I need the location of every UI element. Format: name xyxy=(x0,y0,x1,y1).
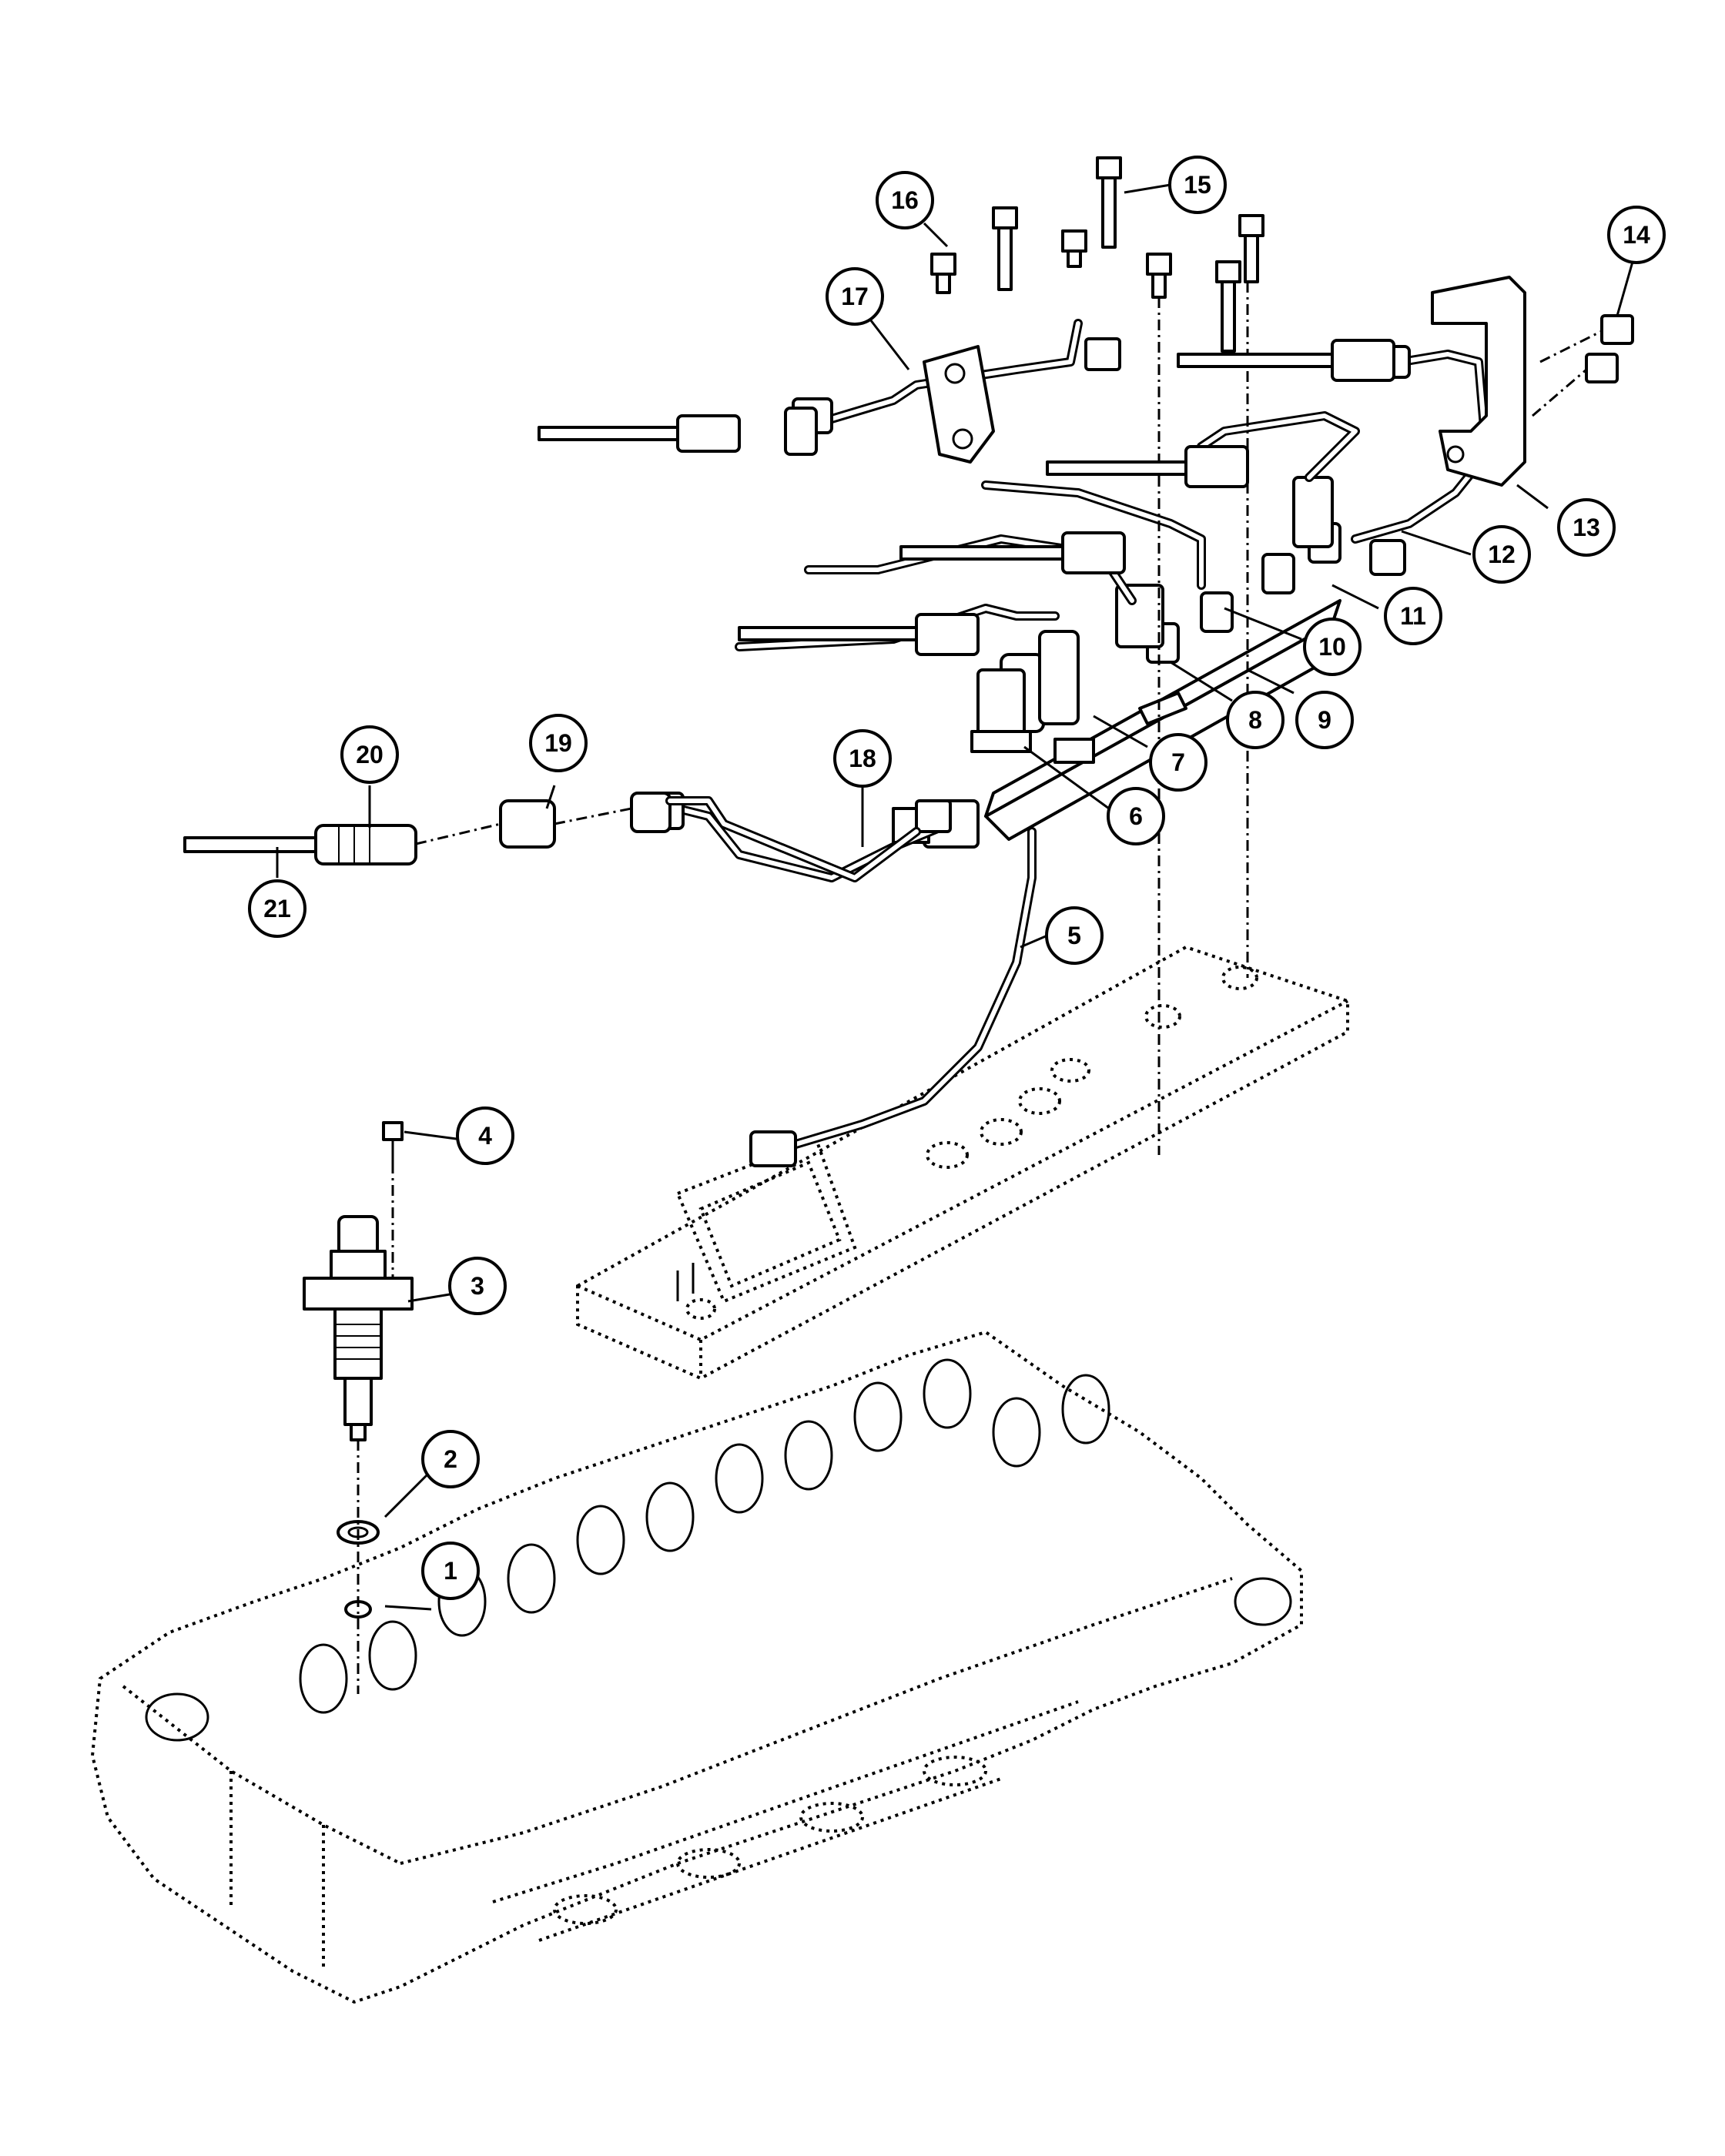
svg-text:15: 15 xyxy=(1184,171,1211,199)
svg-text:12: 12 xyxy=(1488,541,1516,568)
leader-lines xyxy=(276,183,1634,1611)
svg-text:1: 1 xyxy=(444,1557,457,1585)
injector-sleeve-probe xyxy=(183,824,417,865)
svg-text:19: 19 xyxy=(544,729,572,757)
svg-text:10: 10 xyxy=(1318,633,1346,661)
callout-10: 10 xyxy=(1303,618,1362,676)
svg-text:17: 17 xyxy=(841,283,869,310)
callout-7: 7 xyxy=(1149,733,1208,792)
callout-18: 18 xyxy=(833,729,892,788)
callout-11: 11 xyxy=(1384,587,1442,645)
svg-text:13: 13 xyxy=(1573,514,1600,541)
callout-20: 20 xyxy=(340,725,399,784)
support-bracket xyxy=(1431,276,1526,487)
svg-text:4: 4 xyxy=(478,1122,492,1150)
callout-17: 17 xyxy=(826,267,884,326)
fuel-injector xyxy=(303,1215,414,1441)
callout-8: 8 xyxy=(1226,691,1285,749)
svg-text:8: 8 xyxy=(1248,706,1262,734)
fuel-pressure-sensor xyxy=(970,668,1032,753)
svg-text:21: 21 xyxy=(263,895,291,922)
svg-text:9: 9 xyxy=(1318,706,1331,734)
svg-text:7: 7 xyxy=(1171,748,1185,776)
svg-text:2: 2 xyxy=(444,1445,457,1473)
callout-4: 4 xyxy=(456,1106,514,1165)
svg-text:6: 6 xyxy=(1129,802,1143,830)
callout-2: 2 xyxy=(421,1430,480,1488)
svg-text:20: 20 xyxy=(356,741,384,768)
callout-13: 13 xyxy=(1557,498,1616,557)
bracket-bolts xyxy=(1532,314,1634,417)
callout-3: 3 xyxy=(448,1257,507,1315)
glow-plug-probes xyxy=(538,339,1395,656)
callout-19: 19 xyxy=(529,714,588,772)
callout-5: 5 xyxy=(1045,906,1104,965)
callout-14: 14 xyxy=(1607,206,1666,264)
svg-text:18: 18 xyxy=(849,745,876,772)
callout-1: 1 xyxy=(421,1542,480,1600)
callout-9: 9 xyxy=(1295,691,1354,749)
callout-21: 21 xyxy=(248,879,306,938)
rocker-housing-plate xyxy=(576,945,1349,1381)
svg-text:14: 14 xyxy=(1623,221,1650,249)
callout-15: 15 xyxy=(1168,156,1227,214)
fuel-connector-line xyxy=(630,792,921,882)
callout-16: 16 xyxy=(876,171,934,229)
small-bolts xyxy=(930,229,1087,294)
tube-clamp xyxy=(923,345,995,464)
svg-text:16: 16 xyxy=(891,186,919,214)
svg-text:3: 3 xyxy=(471,1272,484,1300)
callout-6: 6 xyxy=(1107,787,1165,845)
callout-12: 12 xyxy=(1472,525,1531,584)
injector-hold-down-bolt xyxy=(382,1121,404,1163)
svg-text:11: 11 xyxy=(1400,602,1426,630)
svg-text:5: 5 xyxy=(1067,922,1081,949)
cylinder-head xyxy=(90,1330,1303,2004)
